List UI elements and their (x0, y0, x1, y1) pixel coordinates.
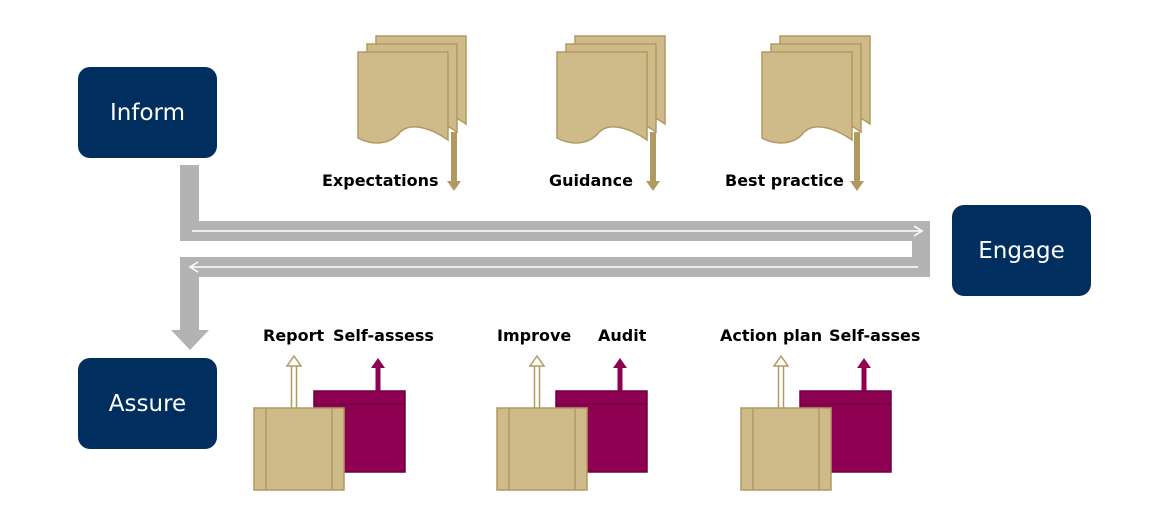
flow-track (171, 165, 930, 350)
tan-box (740, 407, 832, 491)
document-sheet (761, 51, 853, 144)
document-label-guidance: Guidance (549, 171, 633, 190)
engage-stage-label: Engage (978, 237, 1065, 264)
action-label-action-plan: Action plan (720, 326, 823, 345)
inform-stage-label: Inform (110, 99, 185, 126)
tan-box (253, 407, 345, 491)
forward-arrow-head (913, 225, 924, 237)
action-label-audit: Audit (598, 326, 647, 345)
tan-arrow-up (528, 354, 546, 408)
document-stack (556, 35, 666, 191)
action-box-group (253, 354, 406, 491)
action-label-self-asses: Self-asses (829, 326, 921, 345)
document-sheet (556, 51, 648, 144)
action-label-report: Report (263, 326, 325, 345)
assure-stage-label: Assure (108, 390, 187, 417)
document-label-best-practice: Best practice (725, 171, 844, 190)
action-box-group (740, 354, 892, 491)
inform-stage-box: Inform (78, 67, 217, 158)
document-label-expectations: Expectations (322, 171, 439, 190)
action-label-self-assess: Self-assess (333, 326, 434, 345)
engage-stage-box: Engage (952, 205, 1091, 296)
backward-arrow-head (188, 261, 199, 273)
document-sheet (357, 51, 449, 144)
maroon-arrow-up (613, 358, 627, 391)
flow-track-shape (171, 165, 930, 350)
maroon-arrow-up (857, 358, 871, 391)
tan-arrow-up (772, 354, 790, 408)
tan-arrow-up (285, 354, 303, 408)
document-stack (357, 35, 467, 191)
document-arrow-down (646, 132, 660, 191)
document-arrow-down (447, 132, 461, 191)
document-stack (761, 35, 871, 191)
document-arrow-down (850, 132, 864, 191)
document-stacks (357, 35, 871, 191)
action-groups (253, 354, 892, 491)
assure-stage-box: Assure (78, 358, 217, 449)
action-box-group (496, 354, 648, 491)
action-label-improve: Improve (497, 326, 572, 345)
tan-box (496, 407, 588, 491)
maroon-arrow-up (371, 358, 385, 391)
